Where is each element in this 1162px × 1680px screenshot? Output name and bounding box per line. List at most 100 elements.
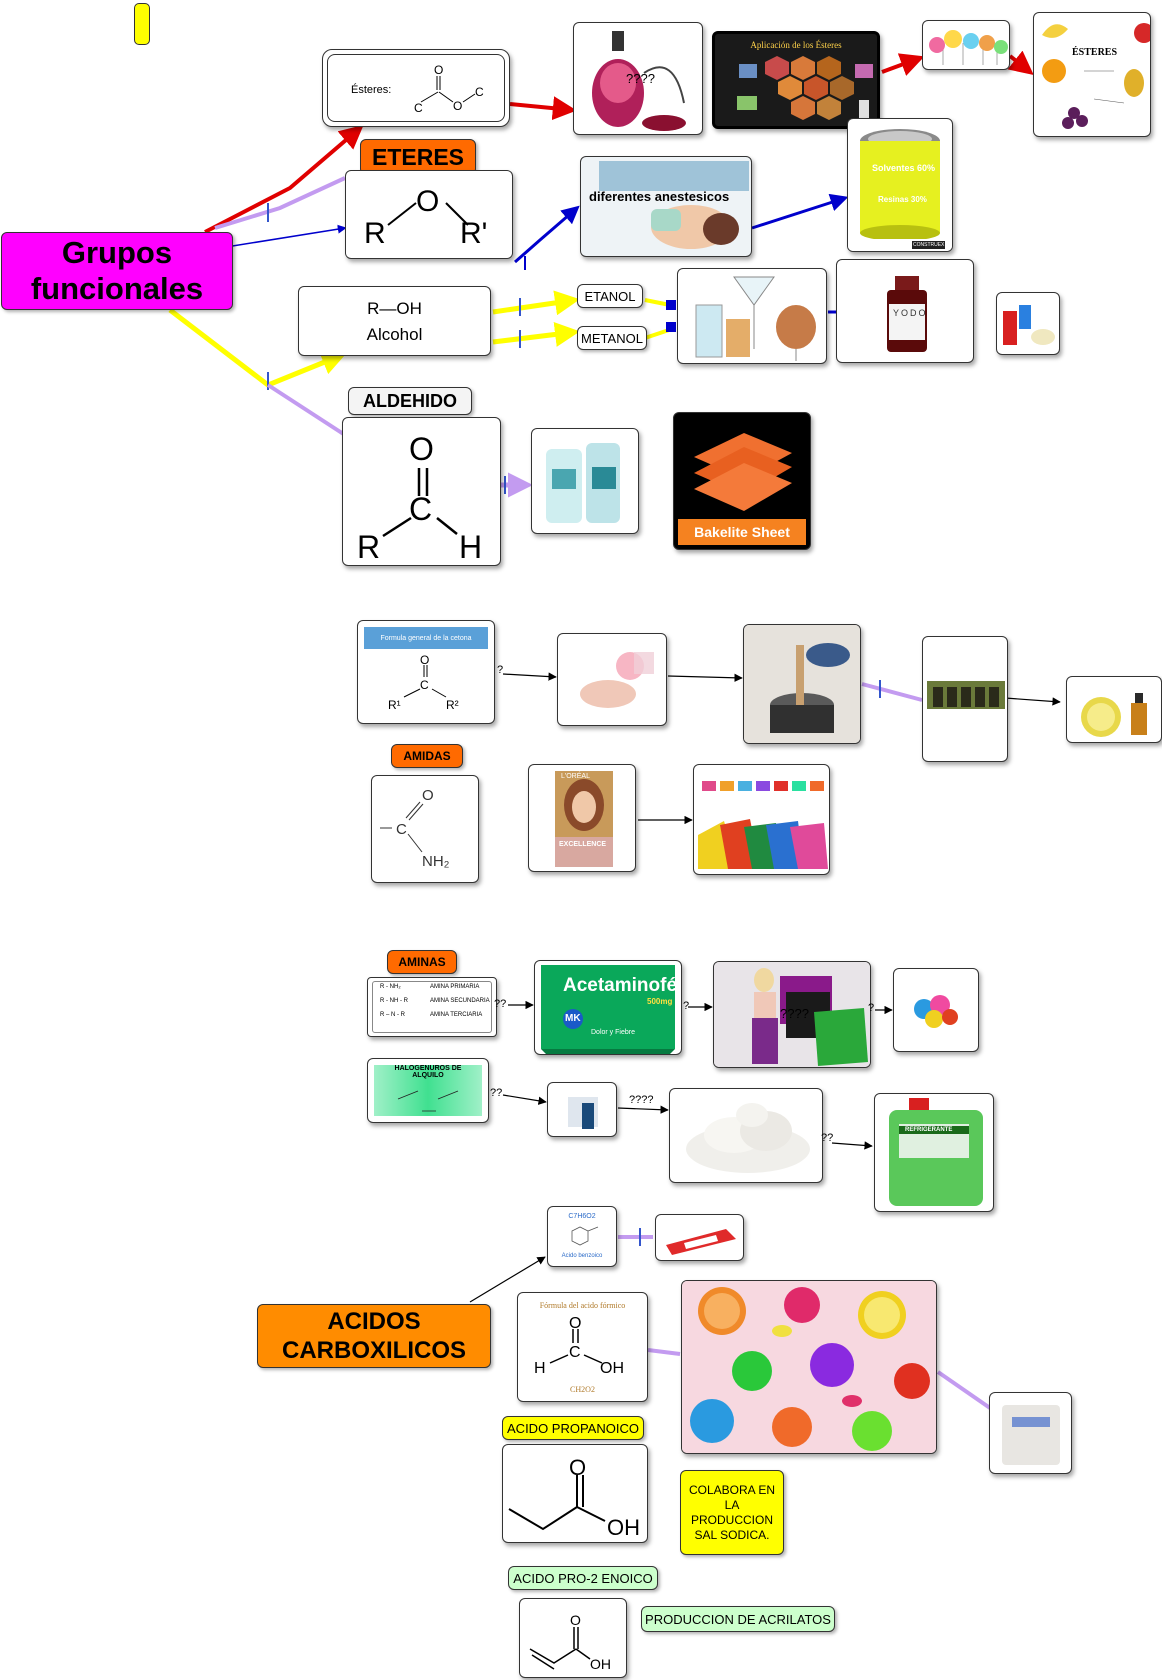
lollipops-image[interactable] bbox=[922, 20, 1010, 70]
sodica-note[interactable]: COLABORA EN LA PRODUCCION SAL SODICA. bbox=[680, 1470, 784, 1555]
ether-structure: R O R' bbox=[364, 185, 487, 250]
glue-stick-icon bbox=[1003, 305, 1055, 345]
propanoico-tag[interactable]: ACIDO PROPANOICO bbox=[502, 1416, 644, 1440]
cleaning-bottles-image[interactable] bbox=[531, 428, 639, 534]
bakelite-label: Bakelite Sheet bbox=[678, 519, 806, 545]
candies-image[interactable] bbox=[681, 1280, 937, 1454]
refrigerante-bottle-icon bbox=[889, 1098, 983, 1206]
perfume-marks: ???? bbox=[626, 71, 655, 86]
acetaminofen-sub: Dolor y Fiebre bbox=[591, 1029, 635, 1036]
aminas-table-card[interactable]: R - NH₂ AMINA PRIMARIA R - NH - R AMINA … bbox=[367, 977, 497, 1037]
connector-acidos-benzoico bbox=[469, 1256, 546, 1303]
excellence-label: EXCELLENCE bbox=[559, 841, 607, 848]
propanoic-atom-oh: OH bbox=[607, 1515, 640, 1540]
amina-row-1-name: AMINA PRIMARIA bbox=[430, 984, 480, 990]
aldehyde-atom-c: C bbox=[409, 491, 432, 527]
aminas-marks-3: ???? bbox=[780, 1006, 809, 1021]
ketone-atom-o: O bbox=[420, 653, 429, 667]
woman-foam-image[interactable]: ???? bbox=[713, 961, 871, 1068]
connector-eteres-anestesicos bbox=[514, 205, 580, 264]
pigments-image[interactable] bbox=[893, 968, 979, 1052]
eteres-structure-card[interactable]: R O R' bbox=[345, 170, 513, 259]
amidas-structure-card[interactable]: O C NH₂ bbox=[371, 775, 479, 883]
esteres-fruits-image[interactable]: ÉSTERES bbox=[1033, 12, 1151, 137]
connector-aplic-lollipop bbox=[881, 53, 925, 76]
foam-image[interactable] bbox=[669, 1088, 823, 1183]
formico-title: Fórmula del acido fórmico bbox=[539, 1301, 626, 1310]
refrigerante-image[interactable]: REFRIGERANTE bbox=[874, 1093, 994, 1212]
eteres-title[interactable]: ETERES bbox=[360, 139, 476, 175]
acidos-title-text: ACIDOS CARBOXILICOS bbox=[281, 1308, 466, 1364]
ether-atom-r-prime: R' bbox=[460, 217, 487, 250]
amina-row-3-formula: R – N - R bbox=[380, 1012, 406, 1018]
fabric-dyes-icon bbox=[698, 781, 828, 869]
toothpaste-icon bbox=[666, 1229, 736, 1255]
bakelite-image[interactable]: Bakelite Sheet bbox=[673, 412, 811, 550]
acrilatos-tag[interactable]: PRODUCCION DE ACRILATOS bbox=[641, 1606, 835, 1632]
ester-atom-c1: C bbox=[414, 101, 423, 115]
acetaminofen-dose: 500mg bbox=[647, 997, 673, 1006]
connector-central-aldehido bbox=[266, 383, 347, 437]
solvent-can-image[interactable]: Solventes 60% Resinas 30% CONSTRUEX bbox=[847, 118, 953, 252]
metanol-tag[interactable]: METANOL bbox=[577, 326, 647, 350]
acetaminofen-brand: MK bbox=[565, 1013, 581, 1024]
etanol-label: ETANOL bbox=[584, 288, 636, 304]
aminas-marks-4: ? bbox=[868, 1002, 875, 1014]
fruits-title: ÉSTERES bbox=[1072, 47, 1118, 58]
solvent-line2: Resinas 30% bbox=[878, 195, 927, 204]
alcohol-name: Alcohol bbox=[366, 325, 423, 344]
benzoic-ring-icon bbox=[571, 1226, 599, 1246]
acidos-title[interactable]: ACIDOS CARBOXILICOS bbox=[257, 1304, 491, 1368]
sack-image[interactable] bbox=[989, 1392, 1072, 1474]
aminas-marks-2: ? bbox=[683, 1000, 690, 1012]
aldehido-structure-card[interactable]: O C R H bbox=[342, 417, 501, 566]
ketone-atom-c: C bbox=[420, 678, 429, 692]
aminas-title[interactable]: AMINAS bbox=[387, 950, 457, 974]
nail-polish-image[interactable] bbox=[557, 633, 667, 726]
drinks-image[interactable] bbox=[677, 268, 827, 364]
amidas-title[interactable]: AMIDAS bbox=[391, 744, 463, 768]
formico-card[interactable]: Fórmula del acido fórmico O H C OH CH2O2 bbox=[517, 1292, 648, 1402]
sodica-text: COLABORA EN LA PRODUCCION SAL SODICA. bbox=[688, 1482, 776, 1542]
aplicacion-title: Aplicación de los Ésteres bbox=[750, 40, 842, 50]
acrylic-atom-o: O bbox=[570, 1612, 581, 1628]
propanoic-acid-structure: O OH bbox=[508, 1455, 640, 1540]
propanoico-structure-card[interactable]: O OH bbox=[502, 1444, 648, 1543]
connector-nails-paint bbox=[667, 673, 743, 682]
glue-image[interactable] bbox=[996, 292, 1060, 355]
etanol-tag[interactable]: ETANOL bbox=[577, 284, 643, 308]
pro2-structure-card[interactable]: O OH bbox=[519, 1598, 627, 1678]
halogenuros-title: HALOGENUROS DE ALQUILO bbox=[394, 1065, 462, 1079]
metanol-label: METANOL bbox=[581, 330, 643, 346]
aminas-title-text: AMINAS bbox=[398, 955, 446, 969]
pro2-tag[interactable]: ACIDO PRO-2 ENOICO bbox=[508, 1566, 658, 1590]
acetaminofen-image[interactable]: Acetaminofén 500mg MK Dolor y Fiebre bbox=[534, 960, 682, 1055]
toothpaste-image[interactable] bbox=[655, 1214, 744, 1261]
esteres-node[interactable]: Ésteres: O C O C bbox=[322, 49, 510, 127]
aplicacion-esteres-image[interactable]: Aplicación de los Ésteres bbox=[712, 31, 880, 129]
central-topic[interactable]: Grupos funcionales bbox=[1, 232, 233, 310]
ester-structure: O C O C bbox=[414, 63, 484, 115]
acrilatos-label: PRODUCCION DE ACRILATOS bbox=[645, 1611, 831, 1627]
benzoico-card[interactable]: C7H6O2 Acido benzoico bbox=[547, 1206, 617, 1267]
eteres-title-text: ETERES bbox=[371, 143, 465, 170]
alcohol-node[interactable]: R—OH Alcohol bbox=[298, 286, 491, 356]
amina-row-3-name: AMINA TERCIARIA bbox=[430, 1012, 483, 1018]
aldehido-title[interactable]: ALDEHIDO bbox=[348, 387, 472, 415]
paint-can-image[interactable] bbox=[743, 624, 861, 744]
fabric-dyes-image[interactable] bbox=[693, 764, 830, 875]
formico-formula: CH2O2 bbox=[570, 1385, 595, 1394]
amide-atom-nh2: NH₂ bbox=[422, 853, 450, 870]
lemon-oil-image[interactable] bbox=[1066, 676, 1162, 743]
connector-lollipop-fruits bbox=[1007, 50, 1034, 75]
oils-image[interactable] bbox=[922, 636, 1008, 762]
cetona-card[interactable]: Formula general de la cetona O C R¹ R² bbox=[357, 620, 495, 724]
woman-foam-panels-icon bbox=[714, 962, 870, 1067]
anestesicos-image[interactable]: diferentes anestesicos bbox=[580, 156, 752, 257]
halogenuros-card[interactable]: HALOGENUROS DE ALQUILO bbox=[367, 1058, 489, 1123]
loreal-image[interactable]: L'ORÉAL EXCELLENCE bbox=[528, 764, 636, 872]
perfume-image[interactable]: ???? bbox=[573, 22, 703, 135]
yodo-image[interactable]: YODO bbox=[836, 259, 974, 363]
connector-oils-lemon bbox=[1004, 697, 1061, 706]
inhaler-image[interactable] bbox=[547, 1082, 617, 1137]
